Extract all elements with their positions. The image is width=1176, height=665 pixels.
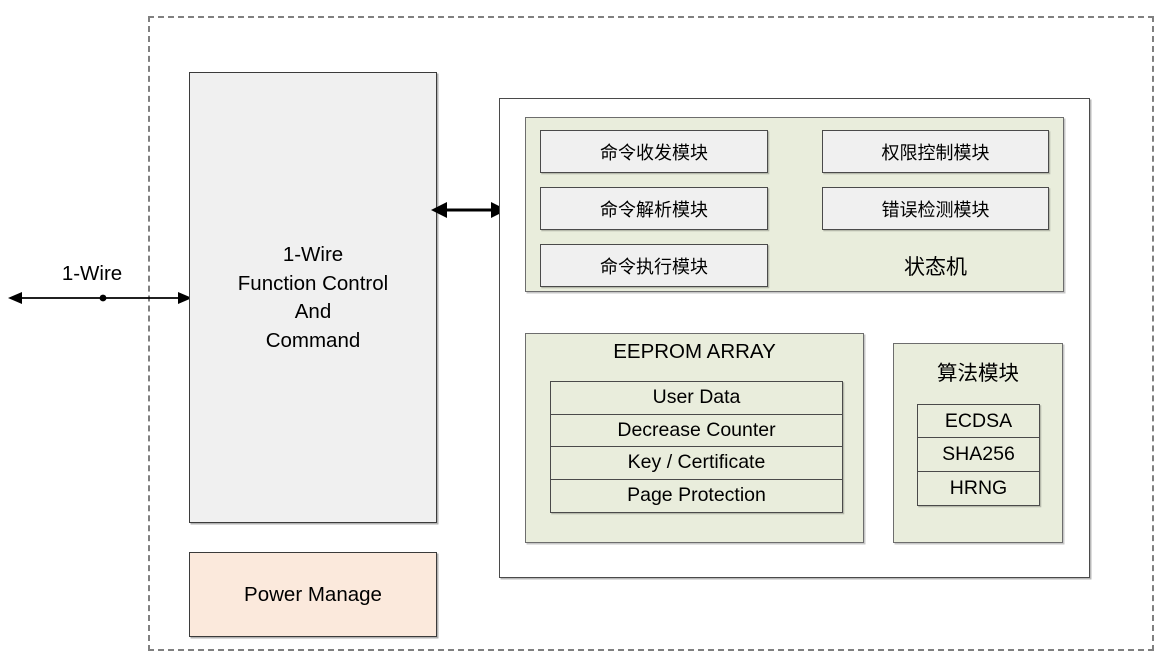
- func-line-4: Command: [265, 328, 361, 352]
- func-line-2: Function Control: [237, 271, 389, 295]
- state-machine-label: 状态机: [904, 255, 967, 279]
- power-manage-label: Power Manage: [244, 582, 382, 606]
- module-error-detection[interactable]: 错误检测模块: [822, 187, 1049, 230]
- algorithm-module-title: 算法模块: [937, 362, 1019, 385]
- module-error-detection-label: 错误检测模块: [881, 199, 990, 220]
- algorithm-row-ecdsa[interactable]: ECDSA: [918, 405, 1039, 439]
- eeprom-row-key-certificate[interactable]: Key / Certificate: [551, 447, 842, 480]
- eeprom-array-title: EEPROM ARRAY: [613, 340, 776, 363]
- module-command-transceive[interactable]: 命令收发模块: [540, 130, 768, 173]
- function-control-block-text: 1-Wire Function Control And Command: [238, 241, 388, 355]
- module-permission-control[interactable]: 权限控制模块: [822, 130, 1049, 173]
- core-link-double-arrow-icon: [430, 196, 508, 224]
- module-command-parse[interactable]: 命令解析模块: [540, 187, 768, 230]
- function-control-block[interactable]: 1-Wire Function Control And Command: [189, 72, 437, 523]
- module-command-parse-label: 命令解析模块: [600, 199, 708, 220]
- external-bus-double-arrow-icon: [8, 284, 192, 312]
- module-command-execute[interactable]: 命令执行模块: [540, 244, 768, 287]
- eeprom-row-decrease-counter[interactable]: Decrease Counter: [551, 415, 842, 447]
- module-permission-control-label: 权限控制模块: [881, 142, 990, 163]
- algorithm-row-hrng[interactable]: HRNG: [949, 476, 1008, 499]
- power-manage-block[interactable]: Power Manage: [189, 552, 437, 637]
- external-bus-label: 1-Wire: [61, 262, 123, 285]
- module-command-execute-label: 命令执行模块: [600, 256, 708, 277]
- func-line-3: And: [294, 300, 332, 323]
- func-line-1: 1-Wire: [282, 243, 344, 266]
- chip-boundary-dashed: [148, 16, 1154, 651]
- eeprom-array-list: User Data Decrease Counter Key / Certifi…: [550, 381, 843, 513]
- module-command-transceive-label: 命令收发模块: [600, 142, 708, 163]
- eeprom-row-user-data[interactable]: User Data: [551, 382, 842, 415]
- algorithm-module-list: ECDSA SHA256 HRNG: [917, 404, 1040, 506]
- eeprom-row-page-protection[interactable]: Page Protection: [627, 484, 766, 507]
- algorithm-row-sha256[interactable]: SHA256: [918, 438, 1039, 472]
